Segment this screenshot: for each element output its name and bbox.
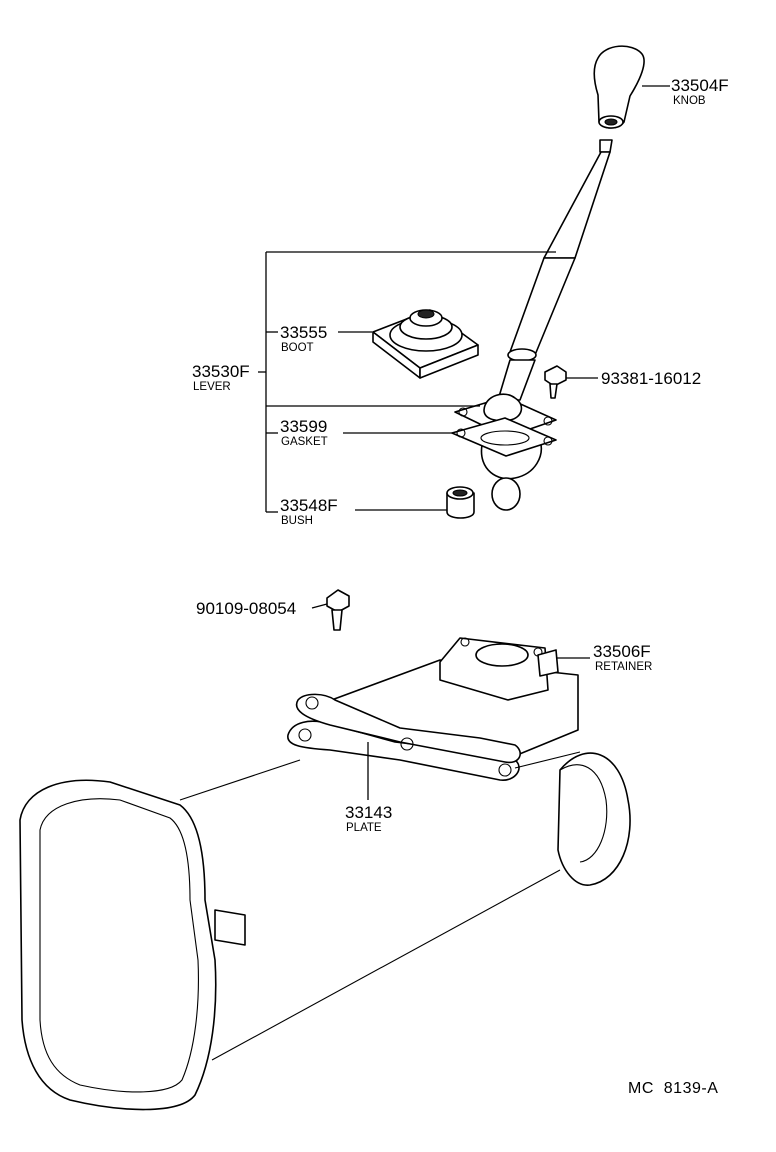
lever-part-name: LEVER bbox=[193, 381, 231, 393]
bolt-mid-drawing bbox=[326, 589, 350, 631]
knob-part-number: 33504F bbox=[671, 76, 729, 95]
shift-knob-drawing bbox=[593, 45, 645, 129]
transmission-case-drawing bbox=[19, 751, 631, 1111]
bolt-top-drawing bbox=[544, 365, 567, 399]
bolt-top-part-number: 93381-16012 bbox=[601, 369, 701, 388]
boot-drawing bbox=[372, 309, 479, 379]
retainer-part-number: 33506F bbox=[593, 642, 651, 661]
plate-part-name: PLATE bbox=[346, 822, 382, 834]
lever-part-number: 33530F bbox=[192, 362, 250, 381]
plate-part-number: 33143 bbox=[345, 803, 392, 822]
bush-part-name: BUSH bbox=[281, 515, 313, 527]
gasket-part-name: GASKET bbox=[281, 436, 328, 448]
bolt-mid-part-number: 90109-08054 bbox=[196, 599, 296, 618]
shift-lever-drawing bbox=[480, 139, 613, 511]
lever-flange-drawing bbox=[454, 393, 557, 438]
diagram-code: MC 8139-A bbox=[628, 1080, 718, 1097]
gasket-drawing bbox=[451, 417, 557, 457]
plate-drawing bbox=[287, 693, 521, 781]
gasket-part-number: 33599 bbox=[280, 417, 327, 436]
retainer-part-name: RETAINER bbox=[595, 661, 652, 673]
knob-part-name: KNOB bbox=[673, 95, 706, 107]
boot-part-number: 33555 bbox=[280, 323, 327, 342]
bush-part-number: 33548F bbox=[280, 496, 338, 515]
bush-drawing bbox=[446, 486, 475, 519]
boot-part-name: BOOT bbox=[281, 342, 314, 354]
leader-lines bbox=[258, 85, 670, 800]
